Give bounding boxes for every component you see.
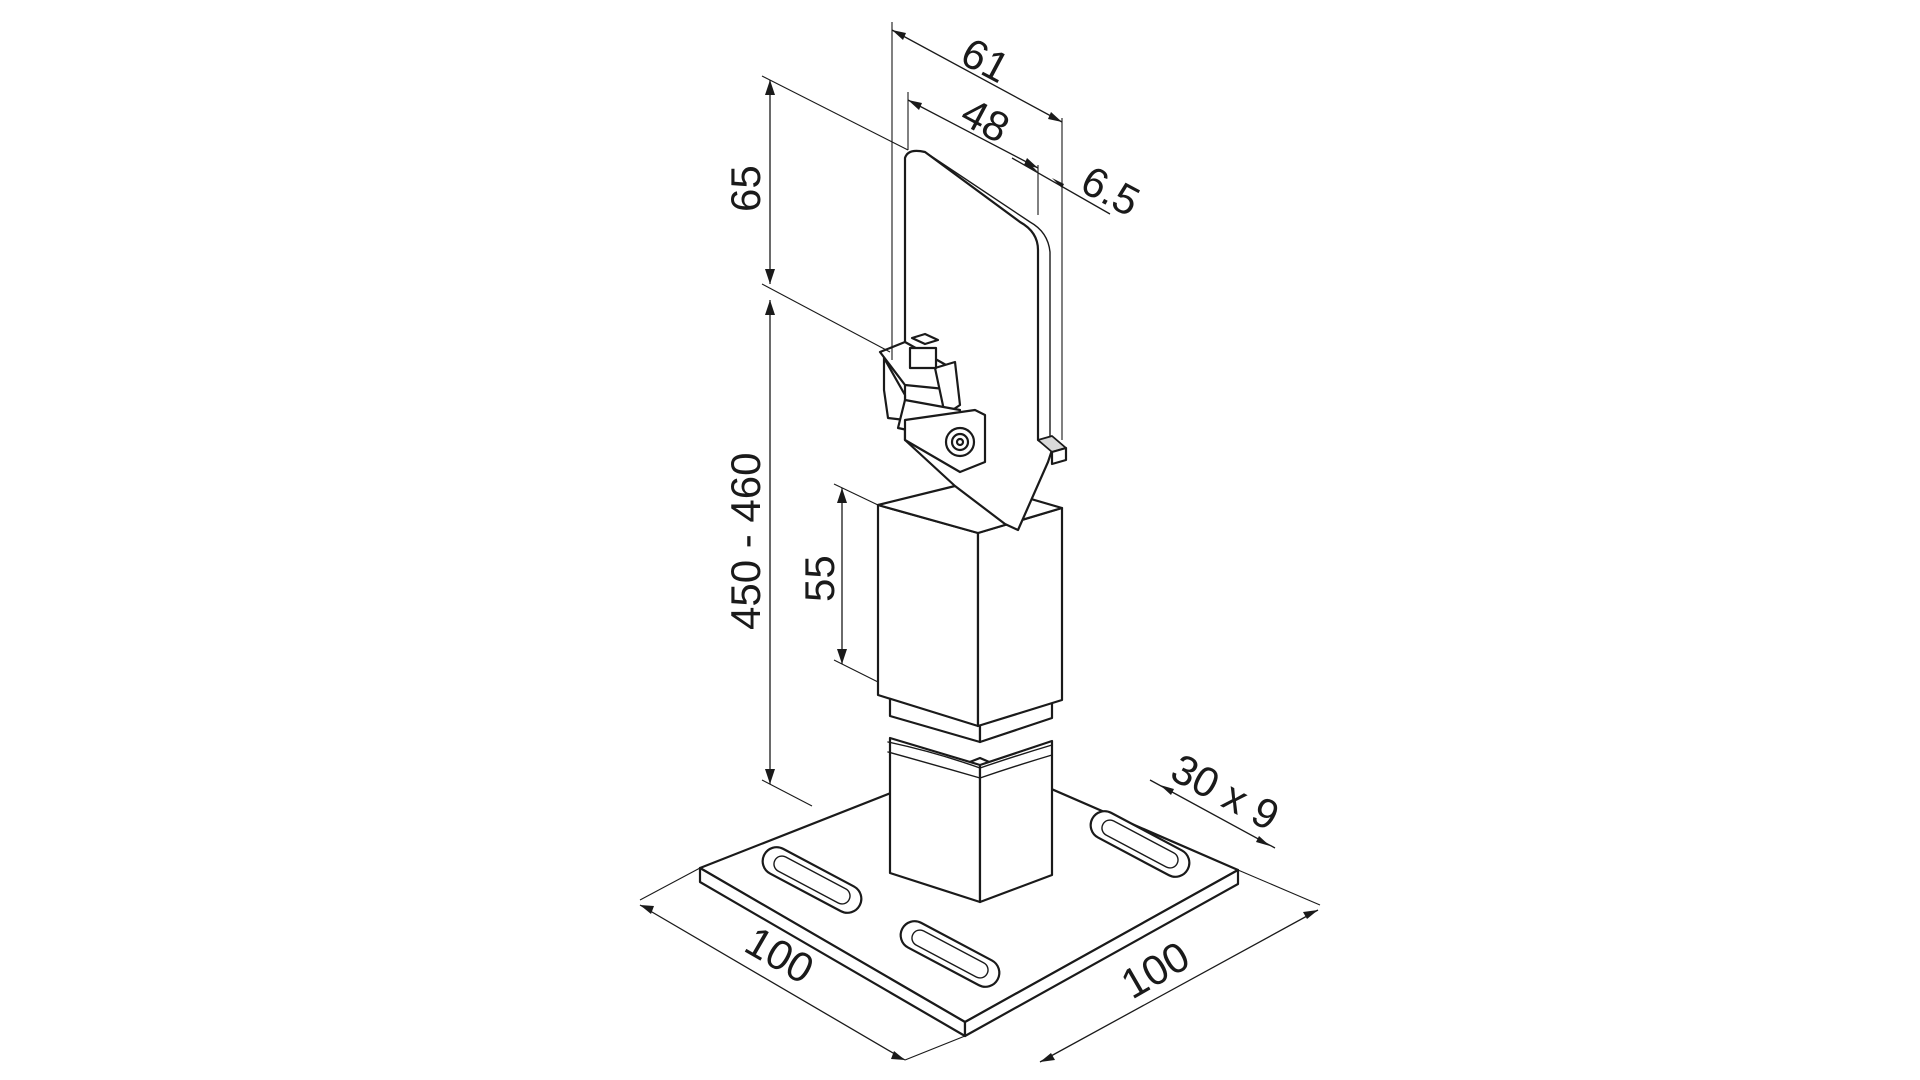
- dim-label-61: 61: [954, 28, 1017, 91]
- dim-label-6-5: 6.5: [1074, 156, 1148, 225]
- dimension-lines: [639, 22, 1321, 1063]
- slot-left: [761, 846, 863, 914]
- dim-label-55: 55: [796, 555, 843, 602]
- slot-right: [1089, 810, 1191, 878]
- dim-label-65: 65: [722, 165, 769, 212]
- dim-label-48: 48: [954, 88, 1017, 151]
- sleeve: [876, 484, 1064, 728]
- slot-bottom: [899, 920, 1001, 988]
- dim-label-30x9: 30 x 9: [1164, 744, 1287, 839]
- clamp-assembly: [878, 332, 987, 474]
- dim-label-450-460: 450 - 460: [722, 453, 769, 630]
